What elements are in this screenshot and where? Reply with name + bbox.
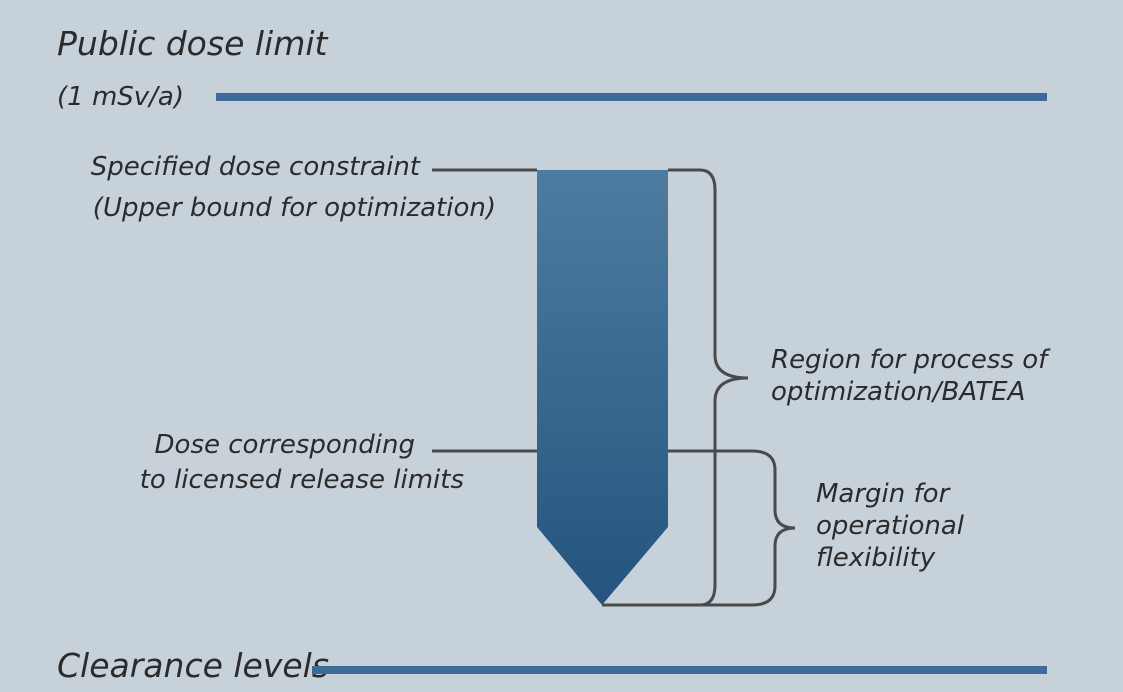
clearance-levels-label: Clearance levels xyxy=(57,646,330,685)
margin-label-line1: Margin for xyxy=(816,479,950,509)
margin-label-line3: flexibility xyxy=(816,542,936,573)
optimization-arrow xyxy=(537,170,668,605)
region-label-line2: optimization/BATEA xyxy=(771,376,1026,407)
dose-constraint-label-line1: Specified dose constraint xyxy=(90,152,420,182)
margin-brace xyxy=(751,449,796,607)
region-brace xyxy=(699,168,749,607)
region-label-line1: Region for process of xyxy=(771,345,1048,375)
public-dose-limit-value: (1 mSv/a) xyxy=(57,82,185,112)
dose-constraint-label-line2: (Upper bound for optimization) xyxy=(92,193,496,223)
licensed-release-label-line1: Dose corresponding xyxy=(154,430,415,460)
margin-label: Margin for operational flexibility xyxy=(816,479,964,575)
region-label: Region for process of optimization/BATEA xyxy=(771,345,1047,409)
licensed-release-label-line2: to licensed release limits xyxy=(139,465,464,495)
margin-label-line2: operational xyxy=(816,510,964,541)
public-dose-limit-title: Public dose limit xyxy=(57,24,328,63)
